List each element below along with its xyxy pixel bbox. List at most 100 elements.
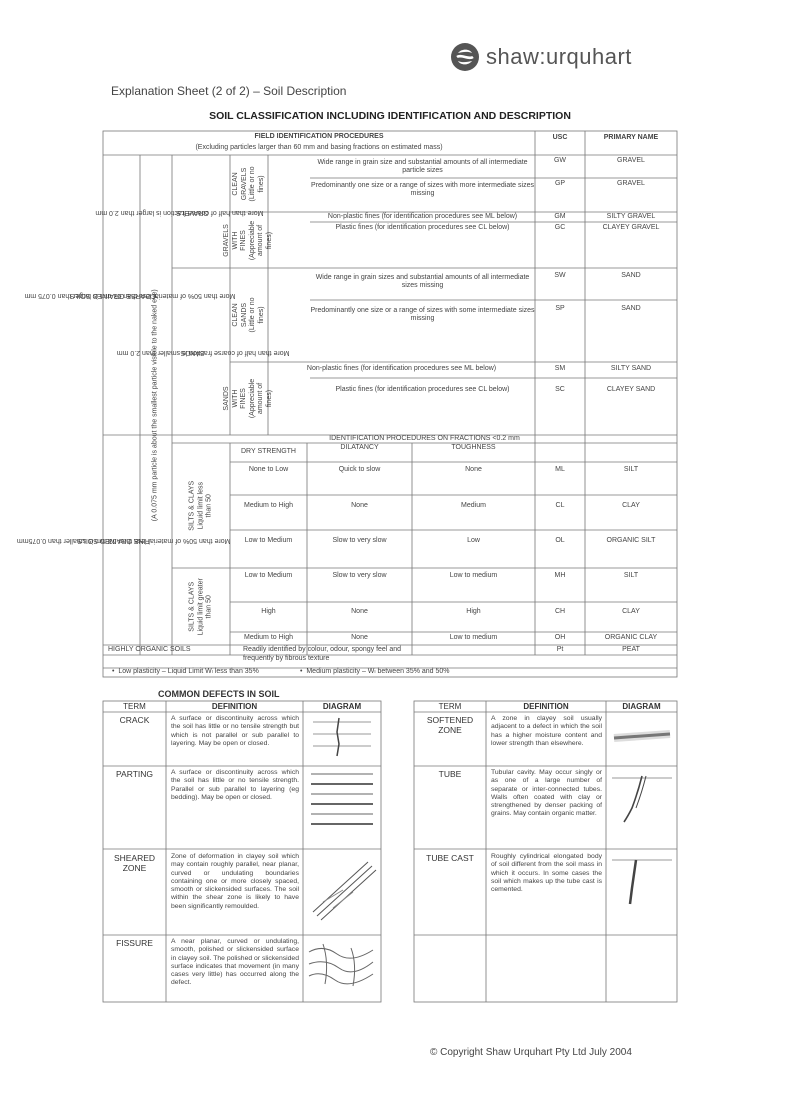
right-definition-header: DEFINITION <box>523 702 569 711</box>
peat-usc: Pt <box>556 645 564 653</box>
row-gm-usc: GM <box>554 212 566 220</box>
tube-cast-diagram-icon <box>612 859 672 905</box>
note-low-text: Low plasticity – Liquid Limit Wₗ less th… <box>118 668 259 676</box>
def-tube-cast: Roughly cylindrical elongated body of so… <box>491 853 602 894</box>
row-ml-dry: None to Low <box>248 466 289 473</box>
fissure-diagram-icon <box>308 943 374 987</box>
tube-diagram-icon <box>612 775 672 823</box>
row-gw-desc: Wide range in grain size and substantial… <box>317 158 528 175</box>
def-fissure: A near planar, curved or undulating, smo… <box>171 938 299 987</box>
row-gc-desc: Plastic fines (for identification proced… <box>335 224 510 231</box>
note-medium-text: Medium plasticity – Wₗ between 35% and 5… <box>306 668 450 676</box>
row-sc-name: CLAYEY SAND <box>606 386 656 393</box>
row-ml-usc: ML <box>555 466 565 473</box>
left-diagrams <box>308 717 377 987</box>
row-sm-usc: SM <box>554 365 566 373</box>
row-cl-tough: Medium <box>461 502 486 509</box>
page-title: SOIL CLASSIFICATION INCLUDING IDENTIFICA… <box>209 110 571 122</box>
row-sp-usc: SP <box>555 305 565 312</box>
dilatancy-header: DILATANCY <box>340 444 379 451</box>
def-crack: A surface or discontinuity across which … <box>171 715 299 747</box>
row-gp-desc: Predominantly one size or a range of siz… <box>311 181 534 198</box>
primary-name-header: PRIMARY NAME <box>603 133 659 141</box>
sheared-zone-diagram-icon <box>312 861 377 921</box>
row-ch-name: CLAY <box>622 608 640 615</box>
term-sheared-zone: SHEARED ZONE <box>113 853 156 873</box>
row-gw-usc: GW <box>553 157 567 164</box>
row-cl-usc: CL <box>555 502 565 509</box>
row-gm-desc: Non-plastic fines (for identification pr… <box>327 212 518 220</box>
copyright-text: © Copyright Shaw Urquhart Pty Ltd July 2… <box>430 1047 632 1058</box>
def-tube: Tubular cavity. May occur singly or as o… <box>491 769 602 818</box>
row-sp-name: SAND <box>621 305 641 312</box>
def-sheared-zone: Zone of deformation in clayey soil which… <box>171 853 299 910</box>
row-ol-usc: OL <box>555 537 565 544</box>
row-sw-name: SAND <box>621 272 641 279</box>
term-crack: CRACK <box>119 715 150 725</box>
row-ch-usc: CH <box>554 608 566 615</box>
peat-name: PEAT <box>622 645 640 653</box>
row-ch-dil: None <box>351 608 368 615</box>
row-oh-dil: None <box>351 634 368 642</box>
row-gc-usc: GC <box>554 224 566 231</box>
note-medium-plasticity: • Medium plasticity – Wₗ between 35% and… <box>300 668 450 676</box>
term-tube: TUBE <box>438 769 462 779</box>
row-sw-desc: Wide range in grain sizes and substantia… <box>315 273 530 290</box>
term-parting: PARTING <box>116 769 153 779</box>
row-mh-dil: Slow to very slow <box>332 572 387 579</box>
row-ol-tough: Low <box>467 537 480 544</box>
fractions-header: IDENTIFICATION PROCEDURES ON FRACTIONS <… <box>329 434 520 442</box>
row-mh-dry: Low to Medium <box>244 572 293 579</box>
row-sm-name: SILTY SAND <box>610 365 652 373</box>
row-sp-desc: Predominantly one size or a range of siz… <box>310 306 535 323</box>
defects-grid <box>102 700 678 1003</box>
row-ol-dil: Slow to very slow <box>332 537 387 544</box>
row-gp-usc: GP <box>554 180 566 187</box>
row-ol-name: ORGANIC SILT <box>606 537 656 544</box>
row-oh-tough: Low to medium <box>449 634 498 642</box>
row-ml-tough: None <box>465 466 482 473</box>
row-sw-usc: SW <box>554 272 566 279</box>
def-softened-zone: A zone in clayey soil usually adjacent t… <box>491 715 602 747</box>
dry-strength-header: DRY STRENGTH <box>241 448 296 456</box>
left-diagram-header: DIAGRAM <box>322 702 362 711</box>
term-fissure: FISSURE <box>116 938 153 948</box>
classification-grid <box>102 130 678 678</box>
brand-name: shaw:urquhart <box>486 44 632 69</box>
parting-diagram-icon <box>311 773 373 825</box>
row-sm-desc: Non-plastic fines (for identification pr… <box>306 365 497 373</box>
row-sc-usc: SC <box>555 386 565 393</box>
field-id-title: FIELD IDENTIFICATION PROCEDURES <box>254 133 384 141</box>
def-parting: A surface or discontinuity across which … <box>171 769 299 801</box>
row-cl-name: CLAY <box>622 502 640 509</box>
logo-mark-icon <box>451 43 479 71</box>
note-low-plasticity: • Low plasticity – Liquid Limit Wₗ less … <box>112 668 259 676</box>
row-gp-name: GRAVEL <box>617 180 645 187</box>
row-mh-name: SILT <box>623 572 639 579</box>
row-ml-name: SILT <box>623 466 639 473</box>
highly-organic-label: HIGHLY ORGANIC SOILS <box>108 645 191 653</box>
row-gc-name: CLAYEY GRAVEL <box>602 224 660 231</box>
row-ch-tough: High <box>466 608 481 615</box>
row-gw-name: GRAVEL <box>617 157 645 164</box>
row-gm-name: SILTY GRAVEL <box>606 212 656 220</box>
field-id-subtitle: (Excluding particles larger than 60 mm a… <box>195 144 443 152</box>
right-term-header: TERM <box>438 702 462 711</box>
row-oh-name: ORGANIC CLAY <box>604 634 658 642</box>
term-softened-zone: SOFTENED ZONE <box>426 715 474 735</box>
softened-zone-diagram-icon <box>613 730 671 742</box>
left-definition-header: DEFINITION <box>211 702 258 711</box>
row-ch-dry: High <box>261 608 276 615</box>
usc-header: USC <box>552 133 568 141</box>
row-ol-dry: Low to Medium <box>244 537 293 544</box>
crack-diagram-icon <box>313 717 371 757</box>
row-sc-desc: Plastic fines (for identification proced… <box>335 386 510 393</box>
row-oh-usc: OH <box>554 634 566 642</box>
left-term-header: TERM <box>123 702 146 711</box>
row-ml-dil: Quick to slow <box>338 466 381 473</box>
row-oh-dry: Medium to High <box>243 634 294 642</box>
row-cl-dry: Medium to High <box>243 502 294 509</box>
right-diagrams <box>612 730 672 905</box>
row-cl-dil: None <box>351 502 368 509</box>
row-mh-tough: Low to medium <box>449 572 498 579</box>
